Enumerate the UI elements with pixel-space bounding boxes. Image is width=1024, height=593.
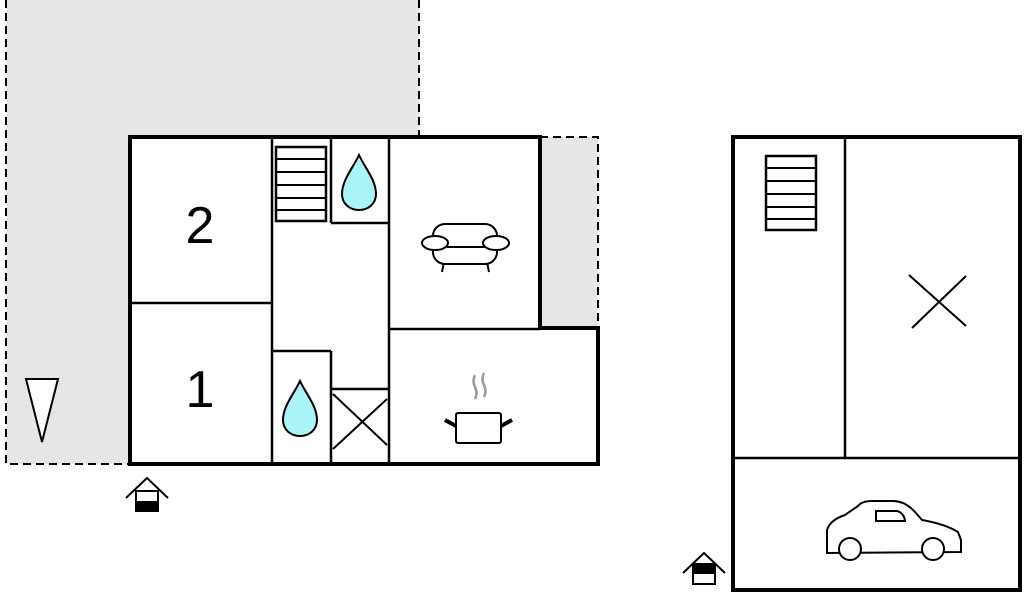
cooking-pot-icon <box>444 372 513 444</box>
sofa-icon <box>421 223 510 273</box>
north-arrow-icon <box>24 378 60 443</box>
stairs-icon <box>764 154 818 232</box>
cross-icon <box>908 274 967 329</box>
room-label-1: 1 <box>186 361 215 419</box>
terrace-right <box>540 136 599 328</box>
stairs-icon <box>274 145 328 223</box>
house <box>128 135 600 466</box>
room-label-2: 2 <box>186 197 215 255</box>
entrance-icon <box>125 476 169 512</box>
entrance-icon <box>682 551 726 585</box>
car-icon <box>826 500 962 561</box>
